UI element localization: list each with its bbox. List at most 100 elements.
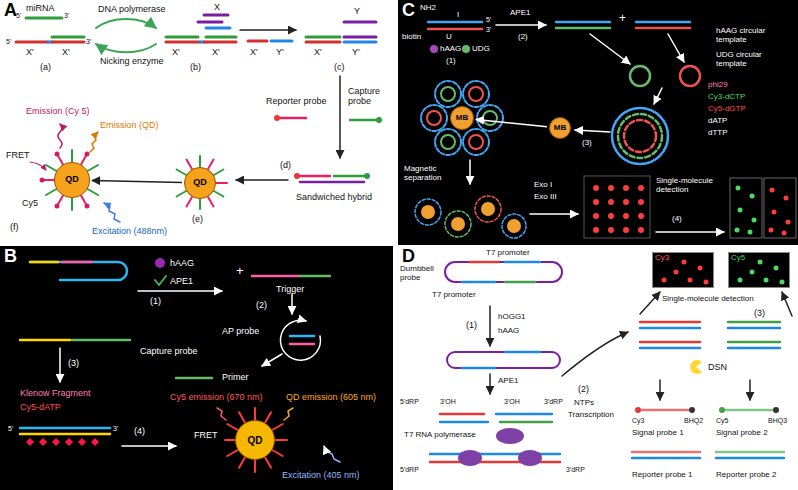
illustration-part xyxy=(271,40,292,43)
text-label: Excitation (405 nm) xyxy=(282,470,360,480)
text-label: (3) xyxy=(582,138,592,147)
illustration-part xyxy=(42,150,98,210)
illustration-part xyxy=(440,413,484,416)
illustration-part xyxy=(505,281,535,284)
illustration-part xyxy=(608,227,614,233)
text-label: U xyxy=(446,32,452,41)
text-label: Y' xyxy=(276,47,284,57)
illustration-part xyxy=(204,14,228,17)
illustration-part xyxy=(640,292,660,314)
illustration-part xyxy=(177,191,187,197)
illustration-part xyxy=(398,0,798,245)
illustration-part xyxy=(239,412,245,422)
illustration-part xyxy=(445,211,471,237)
illustration-part xyxy=(206,36,236,39)
illustration-part xyxy=(16,41,48,44)
illustration-part xyxy=(463,81,489,107)
illustration-part xyxy=(272,450,282,456)
illustration-part xyxy=(636,21,690,24)
text-label: APE1 xyxy=(498,376,518,385)
text-label: Transcription xyxy=(568,410,614,419)
illustration-part xyxy=(769,188,791,236)
illustration-part xyxy=(364,173,370,179)
text-label: 5' xyxy=(16,12,21,20)
illustration-part xyxy=(505,351,540,354)
text-label: Excitation (488nm) xyxy=(92,226,167,236)
illustration-part xyxy=(652,252,714,288)
illustration-part xyxy=(52,41,84,44)
illustration-part xyxy=(415,22,796,238)
text-label: X' xyxy=(26,47,34,57)
panel: AQDQD xyxy=(0,0,393,245)
illustration-part xyxy=(85,204,90,209)
illustration-part xyxy=(593,185,599,191)
text-label: T7 promoter xyxy=(486,248,530,257)
text-label: phi29 xyxy=(708,80,728,89)
text-label: miRNA xyxy=(26,3,55,13)
text-label: (2) xyxy=(518,32,528,41)
illustration-part xyxy=(638,199,644,205)
text-label: (f) xyxy=(10,222,19,232)
illustration-part xyxy=(445,262,562,282)
illustration-part xyxy=(55,204,60,209)
illustration-part xyxy=(640,347,700,350)
illustration-part xyxy=(204,41,236,44)
illustration-part xyxy=(638,227,644,233)
illustration-part xyxy=(227,450,237,456)
illustration-part xyxy=(88,165,98,171)
node-label: QD xyxy=(193,178,207,188)
illustration-part xyxy=(96,44,156,52)
illustration-part xyxy=(730,178,762,238)
illustration-part xyxy=(640,321,700,324)
illustration-part xyxy=(623,199,629,205)
text-label: (4) xyxy=(134,426,145,436)
illustration-part xyxy=(704,280,709,285)
illustration-part xyxy=(500,421,552,424)
text-label: Cy5-dGTP xyxy=(708,104,746,113)
illustration-part xyxy=(556,27,610,30)
illustration-part xyxy=(88,189,98,195)
illustration-part xyxy=(632,457,700,460)
text-label: (b) xyxy=(190,62,201,72)
text-label: 3' xyxy=(64,12,69,20)
illustration-part xyxy=(252,275,300,278)
illustration-part xyxy=(623,185,629,191)
text-label: hAAG xyxy=(498,326,519,335)
node-label: MB xyxy=(554,124,566,133)
text-label: 5' xyxy=(6,38,11,46)
text-label: (e) xyxy=(192,214,203,224)
text-label: QD emission (605 nm) xyxy=(286,392,376,402)
text-label: AP probe xyxy=(222,326,259,336)
quantum-dot: QD xyxy=(184,167,216,199)
illustration-part xyxy=(562,332,628,376)
illustration-part xyxy=(475,196,501,222)
illustration-part xyxy=(441,87,455,101)
text-label: Reporter probe 1 xyxy=(632,470,692,479)
illustration-part xyxy=(469,160,471,184)
illustration-part xyxy=(642,409,688,412)
text-label: 3' xyxy=(486,26,491,34)
illustration-part xyxy=(284,408,293,420)
illustration-part xyxy=(659,380,661,400)
illustration-part xyxy=(280,117,306,120)
circle-shape xyxy=(550,118,571,139)
illustration-part xyxy=(85,152,90,157)
illustration-part xyxy=(225,439,235,441)
illustration-part xyxy=(415,196,526,238)
text-label: hAAG circular template xyxy=(716,26,794,44)
illustration-part xyxy=(662,278,667,283)
illustration-part xyxy=(680,66,700,86)
illustration-part xyxy=(462,367,495,370)
illustration-part xyxy=(507,219,521,233)
illustration-part xyxy=(265,412,271,422)
illustration-part xyxy=(208,197,214,207)
illustration-part xyxy=(176,377,212,380)
illustration-part xyxy=(62,261,92,264)
text-label: hAAG xyxy=(440,44,461,53)
illustration-part xyxy=(90,132,98,152)
illustration-part xyxy=(716,451,784,454)
text-label: biotin xyxy=(402,32,421,41)
illustration-part xyxy=(421,105,447,131)
text-label: FRET xyxy=(194,430,218,440)
